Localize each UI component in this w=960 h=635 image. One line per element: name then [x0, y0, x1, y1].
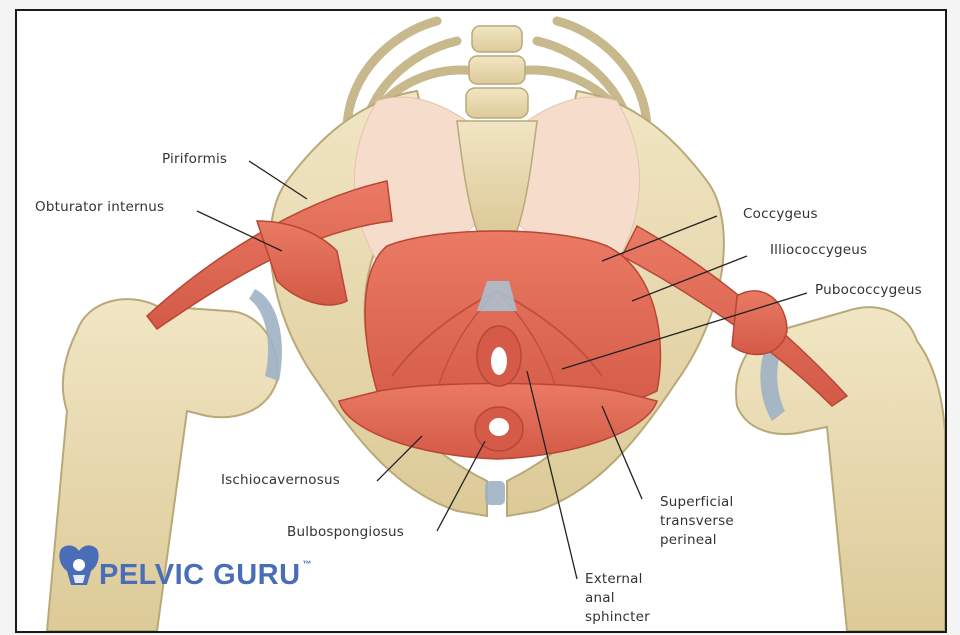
diagram-frame: Piriformis Obturator internus Coccygeus … [15, 9, 947, 633]
pelvic-floor-muscles [339, 231, 660, 459]
label-external-anal-sphincter: External anal sphincter [585, 570, 695, 627]
label-ischiocavernosus: Ischiocavernosus [221, 471, 340, 490]
label-piriformis: Piriformis [162, 150, 227, 169]
label-illiococcygeus: Illiococcygeus [770, 241, 867, 260]
label-superficial-transverse-perineal: Superficial transverse perineal [660, 493, 770, 550]
trademark-symbol: ™ [303, 559, 313, 569]
pelvic-floor-illustration [17, 11, 945, 631]
label-pubococcygeus: Pubococcygeus [815, 281, 922, 300]
label-obturator-internus: Obturator internus [35, 198, 164, 217]
label-coccygeus: Coccygeus [743, 205, 818, 224]
pelvis-logo-icon [57, 541, 101, 591]
lumbar-spine [466, 26, 528, 118]
label-bulbospongiosus: Bulbospongiosus [287, 523, 404, 542]
